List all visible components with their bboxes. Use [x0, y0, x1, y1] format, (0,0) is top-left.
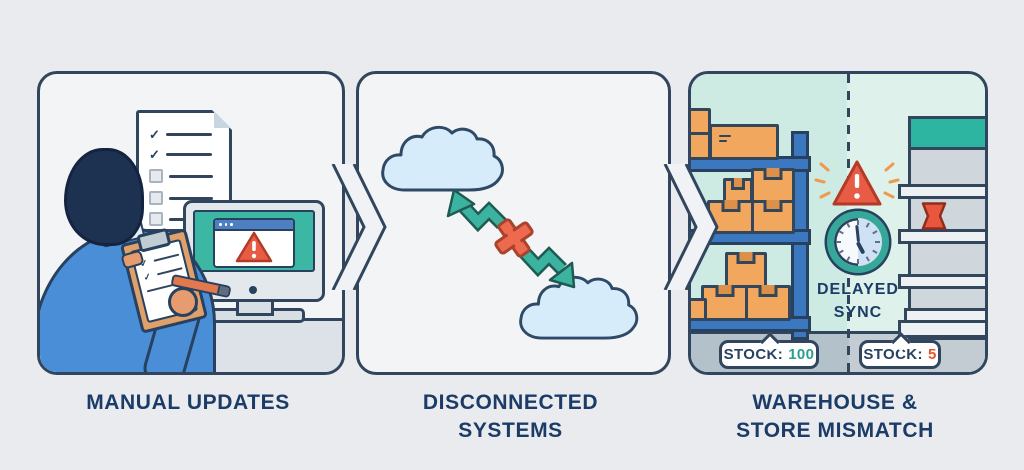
- box-flap: [736, 252, 756, 264]
- clock-icon: [827, 211, 889, 273]
- clock-tick: [836, 241, 841, 243]
- box-flap: [731, 178, 745, 190]
- panel-warehouse-store-mismatch: DELAYED SYNC STOCK: 100 STOCK:: [688, 71, 988, 375]
- checkbox-icon: [149, 191, 163, 205]
- check-icon: ✓: [149, 146, 160, 162]
- checklist-row: ✓: [149, 147, 212, 161]
- checklist-row: [149, 169, 213, 183]
- caption-line: DISCONNECTED: [422, 391, 599, 414]
- text-line: [169, 196, 213, 200]
- warehouse-box: [751, 200, 795, 234]
- warehouse-stock-value: 100: [788, 346, 815, 363]
- sync-arrow-down-icon: [518, 246, 576, 289]
- caption-warehouse-store-mismatch: WAREHOUSE & STORE MISMATCH: [688, 389, 982, 445]
- delayed-alert-icon: [814, 160, 900, 206]
- panel-warehouse-store-content: DELAYED SYNC STOCK: 100 STOCK:: [691, 74, 985, 372]
- box-label-line: [719, 140, 727, 142]
- checklist-row: [149, 191, 213, 205]
- warehouse-box: [745, 285, 791, 321]
- box-flap: [758, 285, 778, 297]
- store-shelf-ledge: [898, 274, 985, 289]
- caption-manual-updates: MANUAL UPDATES: [37, 389, 339, 417]
- store-shelf-unit: [908, 116, 985, 340]
- caption-line: MANUAL UPDATES: [86, 391, 290, 414]
- store-shelf-base: [898, 320, 985, 338]
- disconnected-clouds-graphic: [381, 125, 639, 340]
- store-item-icon: [921, 202, 947, 230]
- store-stock-badge: STOCK: 5: [859, 332, 941, 369]
- flow-chevron-connector: [663, 164, 719, 290]
- clock-tick: [846, 222, 851, 228]
- page-fold-icon: [214, 111, 231, 128]
- monitor-screen: [193, 210, 315, 272]
- warehouse-box: [725, 252, 767, 290]
- delayed-sync-line2: SYNC: [833, 304, 883, 321]
- text-line: [169, 174, 213, 178]
- caption-disconnected-systems: DISCONNECTED SYSTEMS: [356, 389, 665, 445]
- window-dot-icon: [224, 223, 227, 226]
- store-stock-label: STOCK:: [863, 346, 923, 363]
- broken-sync-x-icon: [494, 218, 534, 258]
- caption-line: STORE MISMATCH: [736, 419, 934, 442]
- text-line: [165, 132, 212, 136]
- caption-line: SYSTEMS: [458, 419, 563, 442]
- clock-tick: [857, 220, 859, 225]
- box-flap: [763, 200, 783, 212]
- store-shelf-ledge: [898, 184, 985, 199]
- cloud-icon: [519, 275, 639, 340]
- delayed-sync-label: DELAYED SYNC: [783, 278, 933, 324]
- clock-tick: [838, 249, 844, 254]
- window-dot-icon: [230, 223, 233, 226]
- warehouse-box: [691, 132, 711, 160]
- check-icon: ✓: [149, 126, 160, 142]
- delayed-sync-line1: DELAYED: [817, 281, 899, 298]
- clock-tick: [875, 241, 880, 243]
- warehouse-stock-badge: STOCK: 100: [719, 332, 819, 369]
- box-label-line: [719, 135, 731, 137]
- sync-arrow-up-icon: [446, 188, 507, 233]
- text-line: [153, 253, 179, 262]
- monitor-icon: [183, 200, 325, 302]
- warehouse-box: [701, 285, 749, 321]
- panel-disconnected-systems-content: [359, 74, 668, 372]
- panel-manual-updates: ✓ ✓: [37, 71, 345, 375]
- check-icon: ✓: [142, 270, 153, 283]
- text-line: [165, 152, 212, 156]
- checkbox-icon: [149, 212, 163, 226]
- window-dot-icon: [219, 223, 222, 226]
- store-shelf-header: [908, 116, 985, 150]
- box-flap: [721, 200, 741, 212]
- panel-manual-updates-content: ✓ ✓: [40, 74, 342, 372]
- alert-rays: [814, 162, 900, 199]
- browser-window: [213, 218, 295, 268]
- warning-triangle-icon: [235, 231, 273, 263]
- person-right-hand: [168, 287, 198, 317]
- warehouse-stock-label: STOCK:: [723, 346, 784, 363]
- store-shelf-ledge: [898, 229, 985, 244]
- pen-tip: [216, 285, 230, 296]
- browser-titlebar: [215, 220, 293, 231]
- caption-line: WAREHOUSE &: [752, 391, 918, 414]
- box-flap: [763, 168, 783, 180]
- checklist-row: ✓: [149, 127, 212, 141]
- clock-tick: [846, 256, 851, 262]
- clock-tick: [838, 230, 844, 235]
- store-stock-value: 5: [927, 346, 937, 363]
- clock-tick: [857, 259, 859, 264]
- monitor-camera-dot: [249, 286, 257, 294]
- cloud-icon: [381, 125, 504, 192]
- box-flap: [715, 285, 735, 297]
- person-hair: [64, 148, 144, 246]
- warehouse-box: [709, 124, 779, 160]
- flow-chevron-connector: [331, 164, 387, 290]
- checkbox-icon: [149, 169, 163, 183]
- warehouse-box: [691, 298, 707, 321]
- panel-disconnected-systems: [356, 71, 671, 375]
